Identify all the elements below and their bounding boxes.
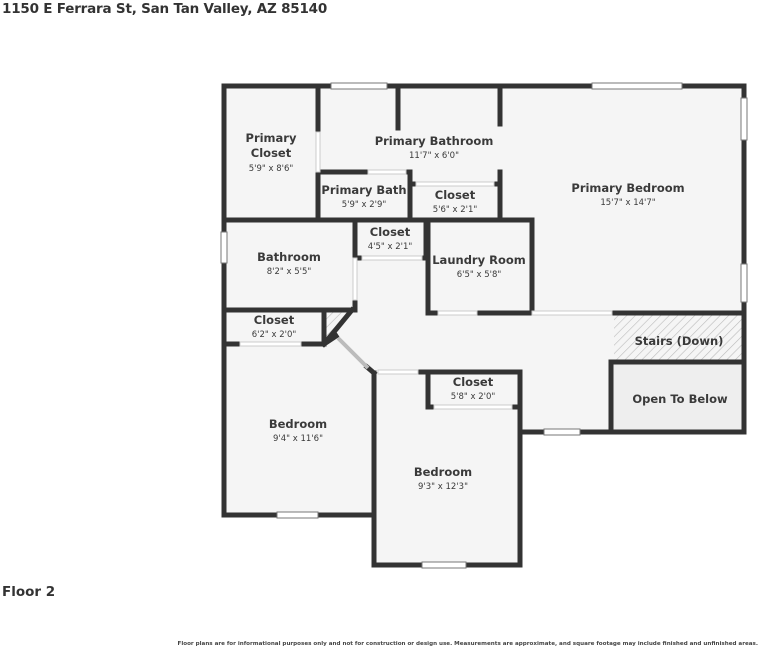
- room-closet-4-dims: 5'8" x 2'0": [451, 392, 496, 402]
- room-bathroom-name: Bathroom: [257, 250, 321, 264]
- window-bedroom-2: [421, 561, 467, 569]
- window-bedroom-1: [276, 511, 319, 519]
- window-hall: [543, 428, 581, 436]
- room-closet-2-dims: 4'5" x 2'1": [368, 242, 413, 252]
- room-bedroom-2-dims: 9'3" x 12'3": [418, 482, 468, 492]
- room-closet-3-name: Closet: [254, 313, 295, 327]
- room-closet-2-name: Closet: [370, 225, 411, 239]
- room-open-to-below-name: Open To Below: [632, 392, 728, 406]
- room-closet-1-dims: 5'6" x 2'1": [433, 205, 478, 215]
- window-left-bathroom: [220, 231, 228, 264]
- property-address: 1150 E Ferrara St, San Tan Valley, AZ 85…: [2, 1, 328, 17]
- room-bedroom-1-name: Bedroom: [269, 417, 327, 431]
- room-stairs-name: Stairs (Down): [635, 334, 724, 348]
- window-right-2: [740, 263, 748, 303]
- window-top-bath: [330, 82, 388, 90]
- room-closet-3-dims: 6'2" x 2'0": [252, 330, 297, 340]
- open-to-below-area: [611, 364, 744, 432]
- room-bedroom-2-name: Bedroom: [414, 465, 472, 479]
- windows: [220, 82, 748, 569]
- room-bedroom-1-dims: 9'4" x 11'6": [273, 434, 323, 444]
- room-closet-1-name: Closet: [435, 188, 476, 202]
- room-labels: Primary Closet 5'9" x 8'6" Primary Bathr…: [246, 131, 728, 492]
- room-primary-closet-dims: 5'9" x 8'6": [249, 164, 294, 174]
- room-primary-closet-name2: Closet: [251, 146, 292, 160]
- room-primary-bath-dims: 5'9" x 2'9": [342, 200, 387, 210]
- disclaimer-text: Floor plans are for informational purpos…: [177, 641, 759, 647]
- window-top-primary-bedroom: [591, 82, 683, 90]
- room-primary-bedroom-name: Primary Bedroom: [571, 181, 684, 195]
- walls: [221, 83, 747, 568]
- floor-fill: [224, 86, 744, 565]
- floor-label: Floor 2: [2, 584, 56, 600]
- room-primary-bedroom-dims: 15'7" x 14'7": [600, 198, 655, 208]
- room-primary-bath-name: Primary Bath: [321, 183, 406, 197]
- stairs-hatch: [614, 315, 744, 361]
- room-bathroom-dims: 8'2" x 5'5": [267, 267, 312, 277]
- window-right-1: [740, 97, 748, 141]
- room-primary-bathroom-dims: 11'7" x 6'0": [409, 151, 459, 161]
- room-closet-4-name: Closet: [453, 375, 494, 389]
- door-openings: [239, 131, 613, 410]
- room-primary-closet-name: Primary: [246, 131, 297, 145]
- room-primary-bathroom-name: Primary Bathroom: [375, 134, 494, 148]
- room-laundry-name: Laundry Room: [432, 253, 526, 267]
- room-laundry-dims: 6'5" x 5'8": [457, 270, 502, 280]
